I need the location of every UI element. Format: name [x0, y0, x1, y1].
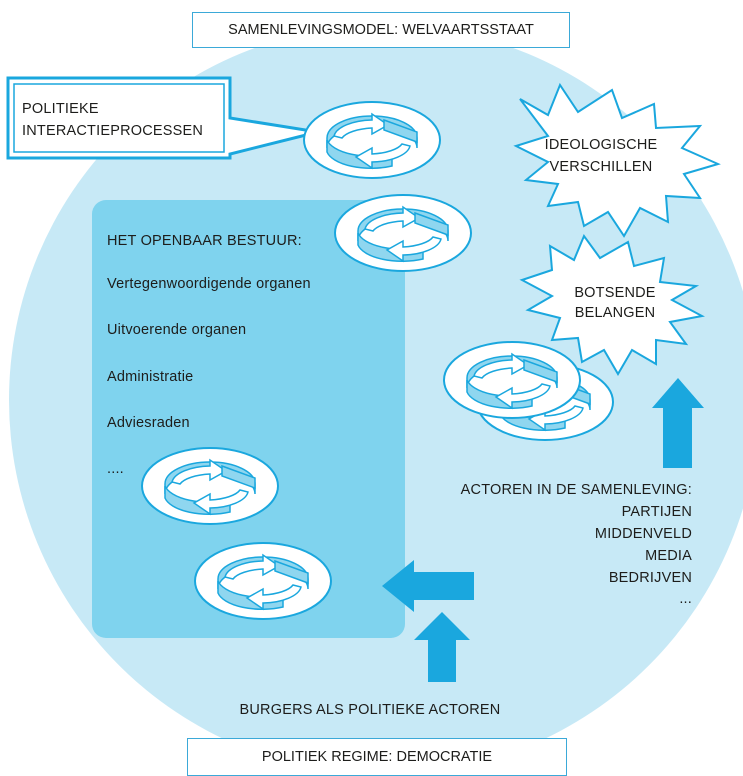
callout-line-1: POLITIEKE: [22, 101, 99, 117]
actors-item: BEDRIJVEN: [608, 570, 692, 586]
cycle-icon-actors-front: [443, 341, 581, 419]
arrow-up-citizens-icon: [414, 612, 470, 682]
political-regime-box: POLITIEK REGIME: DEMOCRATIE: [187, 738, 567, 776]
callout-line-2: INTERACTIEPROCESSEN: [22, 123, 204, 139]
actors-item: ...: [679, 591, 692, 607]
interests-line-1: BOTSENDE: [574, 285, 656, 301]
actors-item: PARTIJEN: [621, 504, 692, 520]
ideological-line-2: VERSCHILLEN: [549, 159, 653, 175]
callout-box: [6, 76, 319, 160]
government-item: Uitvoerende organen: [107, 322, 247, 338]
government-item: Administratie: [107, 369, 194, 385]
political-regime-label: POLITIEK REGIME: DEMOCRATIE: [261, 749, 493, 765]
interests-line-2: BELANGEN: [574, 305, 656, 321]
society-model-box: SAMENLEVINGSMODEL: WELVAARTSSTAAT: [192, 12, 570, 48]
government-panel: [92, 200, 405, 638]
interests-star: [519, 233, 705, 376]
arrow-up-actors-icon: [652, 378, 704, 468]
government-item: ....: [107, 461, 124, 477]
arrow-left-icon: [382, 560, 474, 612]
government-heading: HET OPENBAAR BESTUUR:: [107, 233, 302, 249]
cycle-icon-panel-upper: [141, 447, 279, 525]
ideological-star: [513, 82, 721, 238]
government-item: Vertegenwoordigende organen: [107, 276, 311, 292]
actors-item: MIDDENVELD: [594, 526, 692, 542]
ideological-line-1: IDEOLOGISCHE: [544, 137, 658, 153]
cycle-icon-top: [303, 101, 441, 179]
cycle-icon-panel-lower: [194, 542, 332, 620]
society-model-label: SAMENLEVINGSMODEL: WELVAARTSSTAAT: [228, 22, 534, 38]
cycle-icon-government: [334, 194, 472, 272]
actors-item: MEDIA: [645, 548, 692, 564]
government-item: Adviesraden: [107, 415, 190, 431]
citizens-label: BURGERS ALS POLITIEKE ACTOREN: [239, 702, 501, 718]
actors-heading: ACTOREN IN DE SAMENLEVING:: [460, 482, 692, 498]
